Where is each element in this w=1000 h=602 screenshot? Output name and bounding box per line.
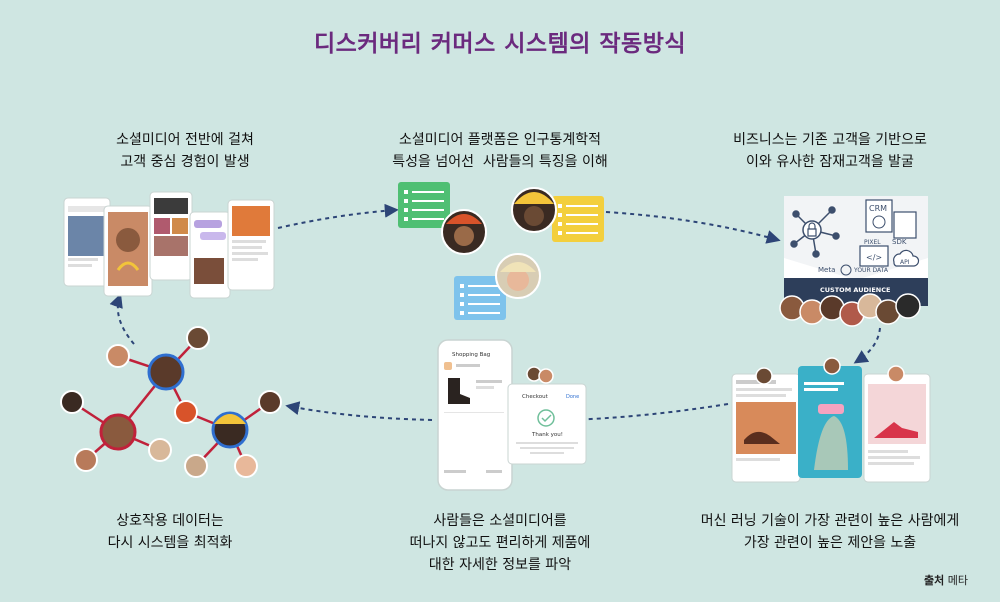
lock-icon xyxy=(807,222,817,237)
arrow-step2-to-step3 xyxy=(605,211,781,244)
checkout-label: Checkout xyxy=(522,394,549,400)
phone-feed-2 xyxy=(103,205,153,297)
caption-step6-line1: 상호작용 데이터는 xyxy=(116,513,224,529)
shopping-checkout-phones: Shopping Bag Checkout Done Thank you! xyxy=(437,339,587,491)
page-title: 디스커버리 커머스 시스템의 작동방식 xyxy=(313,31,687,57)
caption-step6: 상호작용 데이터는 다시 시스템을 최적화 xyxy=(60,510,280,554)
thank-you-label: Thank you! xyxy=(531,432,563,438)
source-credit: 출처 메타 xyxy=(924,572,968,588)
arrow-step3-to-step4 xyxy=(853,327,881,364)
api-label: API xyxy=(900,259,910,266)
caption-step3: 비즈니스는 기존 고객을 기반으로 이와 유사한 잠재고객을 발굴 xyxy=(710,129,950,173)
ad-feed-phones xyxy=(731,357,931,483)
caption-step5: 사람들은 소셜미디어를 떠나지 않고도 편리하게 제품에 대한 자세한 정보를 … xyxy=(380,510,620,576)
custom-audience-card: CRM PIXEL </> SDK API Meta YOUR DATA CUS… xyxy=(779,196,928,327)
phone-feed-3 xyxy=(149,191,193,281)
caption-step1-line2: 고객 중심 경험이 발생 xyxy=(120,154,250,170)
caption-step5-line3: 대한 자세한 정보를 파악 xyxy=(428,557,572,573)
caption-step1: 소셜미디어 전반에 걸쳐 고객 중심 경험이 발생 xyxy=(70,129,300,173)
phone-ad-shoes xyxy=(731,367,801,483)
phone-feed-4 xyxy=(189,211,231,299)
list-card-green xyxy=(398,182,450,228)
caption-step6-line2: 다시 시스템을 최적화 xyxy=(107,535,233,551)
caption-step2: 소셜미디어 플랫폼은 인구통계학적 특성을 넘어선 사람들의 특징을 이해 xyxy=(350,129,650,173)
network-nodes xyxy=(60,326,282,478)
arrow-step4-to-step5 xyxy=(563,403,729,427)
api-cloud-icon: API xyxy=(893,249,920,267)
shopping-bag-title: Shopping Bag xyxy=(452,352,490,358)
person-avatar-turban xyxy=(441,209,487,255)
caption-step3-line2: 이와 유사한 잠재고객을 발굴 xyxy=(746,154,914,170)
social-feed-phones xyxy=(63,191,275,299)
caption-step4: 머신 러닝 기술이 가장 관련이 높은 사람에게 가장 관련이 높은 제안을 노… xyxy=(680,510,980,554)
audience-avatars xyxy=(779,293,921,327)
caption-step2-line2: 특성을 넘어선 사람들의 특징을 이해 xyxy=(392,154,608,170)
phone-shopping-bag: Shopping Bag xyxy=(437,339,513,491)
phone-feed-5 xyxy=(227,199,275,291)
crm-label: CRM xyxy=(869,204,887,213)
checkout-card: Checkout Done Thank you! xyxy=(507,383,587,465)
caption-step3-line1: 비즈니스는 기존 고객을 기반으로 xyxy=(733,132,927,148)
checkmark-icon xyxy=(537,409,555,427)
caption-step1-line1: 소셜미디어 전반에 걸쳐 xyxy=(116,132,254,148)
meta-label: Meta xyxy=(818,266,835,274)
list-card-yellow xyxy=(552,196,604,242)
source-value: 메타 xyxy=(947,574,968,587)
person-avatar-yellow-hat xyxy=(511,187,557,233)
person-avatar-blonde xyxy=(495,253,541,299)
pixel-grid-icon xyxy=(893,211,917,239)
plus-icon xyxy=(840,264,852,276)
caption-step2-line1: 소셜미디어 플랫폼은 인구통계학적 xyxy=(398,132,602,148)
buyer-avatars xyxy=(526,366,554,384)
arrow-step5-to-step6 xyxy=(285,401,433,421)
boot-product-icon xyxy=(448,378,470,404)
phone-ad-statue xyxy=(798,357,862,478)
caption-step5-line2: 떠나지 않고도 편리하게 제품에 xyxy=(409,535,591,551)
caption-step4-line1: 머신 러닝 기술이 가장 관련이 높은 사람에게 xyxy=(700,513,960,529)
phone-feed-1 xyxy=(63,197,111,287)
list-card-blue xyxy=(454,276,506,320)
pixel-label: PIXEL xyxy=(864,239,881,246)
caption-step4-line2: 가장 관련이 높은 제안을 노출 xyxy=(743,535,917,551)
done-label: Done xyxy=(566,394,579,400)
arrow-step6-to-step1 xyxy=(109,293,135,345)
interaction-network xyxy=(60,326,282,478)
source-label: 출처 xyxy=(924,574,945,587)
crm-document-icon: CRM xyxy=(865,199,893,233)
sdk-label: SDK xyxy=(892,238,907,246)
phone-ad-heels xyxy=(863,365,931,483)
sdk-code-icon: </> xyxy=(859,245,889,267)
your-data-label: YOUR DATA xyxy=(853,267,889,274)
custom-audience-label: CUSTOM AUDIENCE xyxy=(820,286,890,294)
arrow-step1-to-step2 xyxy=(277,203,399,229)
caption-step5-line1: 사람들은 소셜미디어를 xyxy=(433,513,567,529)
svg-text:</>: </> xyxy=(866,253,882,262)
interest-profile-cluster xyxy=(398,182,604,320)
